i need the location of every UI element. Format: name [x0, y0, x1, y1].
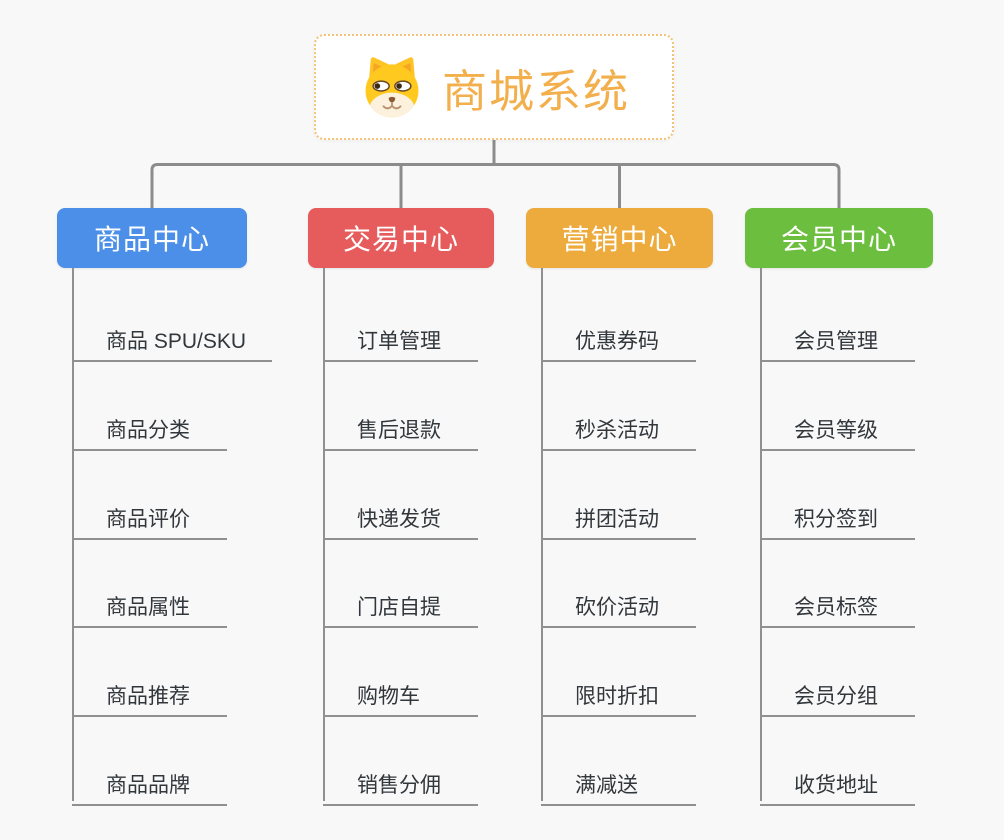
branch-spine-line	[72, 268, 74, 801]
branch-spine-line	[760, 268, 762, 801]
leaf-topic[interactable]: 砍价活动	[541, 583, 696, 628]
branch-column-member-center: 会员中心 会员管理 会员等级 积分签到 会员标签 会员分组 收货地址	[745, 208, 995, 840]
leaf-topic[interactable]: 销售分佣	[323, 761, 478, 806]
branch-column-product-center: 商品中心 商品 SPU/SKU 商品分类 商品评价 商品属性 商品推荐 商品品牌	[57, 208, 307, 840]
leaf-topic[interactable]: 快递发货	[323, 495, 478, 540]
leaf-topic[interactable]: 商品推荐	[72, 672, 227, 717]
leaf-topic[interactable]: 满减送	[541, 761, 696, 806]
leaf-topic[interactable]: 会员等级	[760, 406, 915, 451]
branch-spine-line	[541, 268, 543, 801]
leaf-topic[interactable]: 会员管理	[760, 317, 915, 362]
branch-topic-marketing-center[interactable]: 营销中心	[526, 208, 713, 268]
branch-topic-member-center[interactable]: 会员中心	[745, 208, 933, 268]
leaf-topic[interactable]: 商品属性	[72, 583, 227, 628]
leaf-topic[interactable]: 会员标签	[760, 583, 915, 628]
leaf-topic[interactable]: 会员分组	[760, 672, 915, 717]
dog-face-icon	[365, 57, 419, 118]
branch-spine-line	[323, 268, 325, 801]
leaf-topic[interactable]: 收货地址	[760, 761, 915, 806]
root-topic-label: 商城系统	[441, 65, 630, 117]
leaf-topic[interactable]: 购物车	[323, 672, 478, 717]
leaf-topic[interactable]: 售后退款	[323, 406, 478, 451]
leaf-topic[interactable]: 订单管理	[323, 317, 478, 362]
leaf-topic[interactable]: 限时折扣	[541, 672, 696, 717]
leaf-topic[interactable]: 积分签到	[760, 495, 915, 540]
branch-column-marketing-center: 营销中心 优惠券码 秒杀活动 拼团活动 砍价活动 限时折扣 满减送	[526, 208, 776, 840]
branch-topic-product-center[interactable]: 商品中心	[57, 208, 247, 268]
root-topic[interactable]: 商城系统	[314, 34, 674, 140]
leaf-topic[interactable]: 商品品牌	[72, 761, 227, 806]
leaf-topic[interactable]: 优惠券码	[541, 317, 696, 362]
leaf-topic[interactable]: 商品 SPU/SKU	[72, 317, 273, 362]
leaf-topic[interactable]: 商品评价	[72, 495, 227, 540]
leaf-topic[interactable]: 商品分类	[72, 406, 227, 451]
leaf-topic[interactable]: 秒杀活动	[541, 406, 696, 451]
leaf-topic[interactable]: 拼团活动	[541, 495, 696, 540]
leaf-topic[interactable]: 门店自提	[323, 583, 478, 628]
branch-column-trade-center: 交易中心 订单管理 售后退款 快递发货 门店自提 购物车 销售分佣	[308, 208, 558, 840]
branch-topic-trade-center[interactable]: 交易中心	[308, 208, 494, 268]
